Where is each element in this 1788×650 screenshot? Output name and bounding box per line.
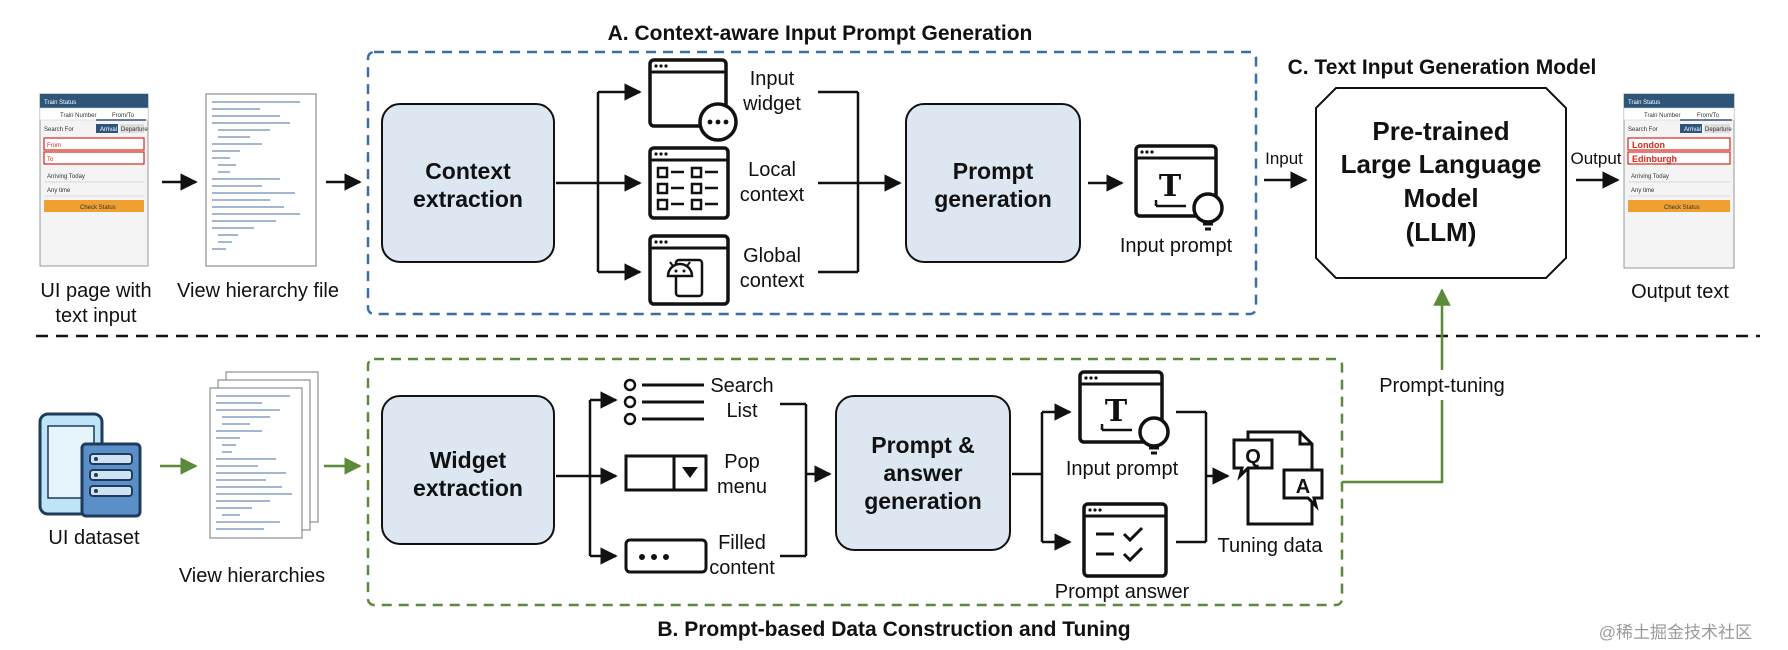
svg-text:Search For: Search For xyxy=(44,127,74,133)
ui-dataset-icon xyxy=(38,412,142,518)
svg-text:From/To: From/To xyxy=(1697,113,1720,119)
widget-extraction-line1: Widget xyxy=(430,447,507,473)
fanout-arrows-bottom xyxy=(556,391,618,565)
svg-text:Arrival: Arrival xyxy=(100,127,117,133)
svg-text:Q: Q xyxy=(1245,446,1261,468)
prompt-answer-gen-line1: Prompt & xyxy=(871,432,975,458)
svg-text:Train Number: Train Number xyxy=(1644,113,1680,119)
svg-text:Departure: Departure xyxy=(121,127,148,133)
pop-menu-icon xyxy=(624,454,708,492)
output-text-label: Output text xyxy=(1631,281,1729,303)
svg-text:A: A xyxy=(1296,476,1310,498)
filled-content-line2: content xyxy=(709,557,775,579)
section-b-title: B. Prompt-based Data Construction and Tu… xyxy=(657,618,1130,641)
context-extraction-line1: Context xyxy=(425,158,511,184)
input-prompt-label-top: Input prompt xyxy=(1120,235,1233,257)
svg-text:Arrival: Arrival xyxy=(1684,127,1701,133)
pop-menu-line1: Pop xyxy=(724,451,760,473)
llm-line3: Model xyxy=(1403,183,1478,213)
prompt-generation-line2: generation xyxy=(934,186,1052,212)
view-hierarchies-label: View hierarchies xyxy=(179,565,325,587)
prompt-tuning-label-bg xyxy=(1368,370,1518,400)
svg-text:T: T xyxy=(1159,169,1182,204)
context-extraction-box xyxy=(381,103,555,263)
prompt-generation-box xyxy=(905,103,1081,263)
input-prompt-label-bottom: Input prompt xyxy=(1066,458,1179,480)
svg-text:Arriving Today: Arriving Today xyxy=(47,174,85,180)
prompt-answer-gen-line2: answer xyxy=(883,460,962,486)
svg-text:Departure: Departure xyxy=(1705,127,1732,133)
context-extraction-line2: extraction xyxy=(413,186,523,212)
svg-text:Arriving Today: Arriving Today xyxy=(1631,174,1669,180)
search-list-line1: Search xyxy=(710,375,773,397)
fanin-arrows-bottom xyxy=(780,402,832,558)
svg-text:From: From xyxy=(47,143,61,149)
llm-box xyxy=(1315,87,1567,279)
prompt-answer-icon xyxy=(1082,502,1168,578)
global-context-line2: context xyxy=(740,270,805,292)
llm-line1: Pre-trained xyxy=(1372,116,1509,146)
svg-text:London: London xyxy=(1632,140,1665,150)
input-widget-icon xyxy=(648,58,738,142)
ui-page-label-line2: text input xyxy=(55,305,137,327)
watermark: @稀土掘金技术社区 xyxy=(1599,623,1752,642)
ui-page-screenshot: Train Status Train Number From/To Search… xyxy=(39,93,149,267)
fanin-arrows-tuning xyxy=(1176,410,1230,544)
svg-text:Search For: Search For xyxy=(1628,127,1658,133)
filled-content-line1: Filled xyxy=(718,532,766,554)
output-arrow-label: Output xyxy=(1570,149,1621,168)
input-prompt-icon-bottom: T xyxy=(1078,370,1170,455)
llm-line2: Large Language xyxy=(1341,149,1542,179)
svg-text:To: To xyxy=(47,157,54,163)
ui-page-label-line1: UI page with xyxy=(40,280,151,302)
svg-text:T: T xyxy=(1105,394,1128,429)
prompt-answer-generation-box xyxy=(835,395,1011,551)
svg-text:From/To: From/To xyxy=(112,113,135,119)
input-arrow-label: Input xyxy=(1265,149,1303,168)
svg-text:Train Status: Train Status xyxy=(1628,100,1660,106)
global-context-line1: Global xyxy=(743,245,801,267)
fanout-arrows-top xyxy=(556,83,642,281)
prompt-tuning-label: Prompt-tuning xyxy=(1379,375,1505,397)
llm-line4: (LLM) xyxy=(1406,217,1477,247)
search-list-line2: List xyxy=(726,400,758,422)
tuning-data-label: Tuning data xyxy=(1218,535,1324,557)
local-context-line1: Local xyxy=(748,159,796,181)
svg-text:Any time: Any time xyxy=(47,188,71,194)
filled-content-icon xyxy=(624,538,708,574)
local-context-icon xyxy=(648,146,730,220)
prompt-answer-gen-line3: generation xyxy=(864,488,982,514)
input-prompt-icon: T xyxy=(1134,144,1224,231)
section-a-title: A. Context-aware Input Prompt Generation xyxy=(608,22,1033,45)
search-list-icon xyxy=(623,378,704,426)
widget-extraction-box xyxy=(381,395,555,545)
section-c-title: C. Text Input Generation Model xyxy=(1288,56,1597,79)
ui-dataset-label: UI dataset xyxy=(48,527,140,549)
pop-menu-line2: menu xyxy=(717,476,767,498)
prompt-answer-label: Prompt answer xyxy=(1055,581,1190,603)
svg-text:Any time: Any time xyxy=(1631,188,1655,194)
fanin-arrows-top xyxy=(818,90,902,274)
prompt-generation-line1: Prompt xyxy=(953,158,1034,184)
svg-text:Edinburgh: Edinburgh xyxy=(1632,154,1677,164)
tuning-data-icon: Q A xyxy=(1232,430,1324,526)
view-hierarchy-file-icon xyxy=(205,93,317,267)
local-context-line2: context xyxy=(740,184,805,206)
view-hierarchy-label: View hierarchy file xyxy=(177,280,339,302)
output-ui-screenshot: Train Status Train Number From/To Search… xyxy=(1623,93,1735,269)
section-a-frame xyxy=(366,50,1258,316)
input-widget-line1: Input xyxy=(750,68,795,90)
prompt-tuning-arrow xyxy=(1342,288,1451,484)
svg-text:Train Status: Train Status xyxy=(44,100,76,106)
widget-extraction-line2: extraction xyxy=(413,475,523,501)
view-hierarchies-icon xyxy=(209,371,319,539)
input-widget-line2: widget xyxy=(742,93,801,115)
fanout-arrows-prompt-answer xyxy=(1012,403,1072,551)
svg-text:Check Status: Check Status xyxy=(1664,205,1700,211)
global-context-icon xyxy=(648,234,730,306)
svg-text:Check Status: Check Status xyxy=(80,205,116,211)
svg-text:Train Number: Train Number xyxy=(60,113,96,119)
